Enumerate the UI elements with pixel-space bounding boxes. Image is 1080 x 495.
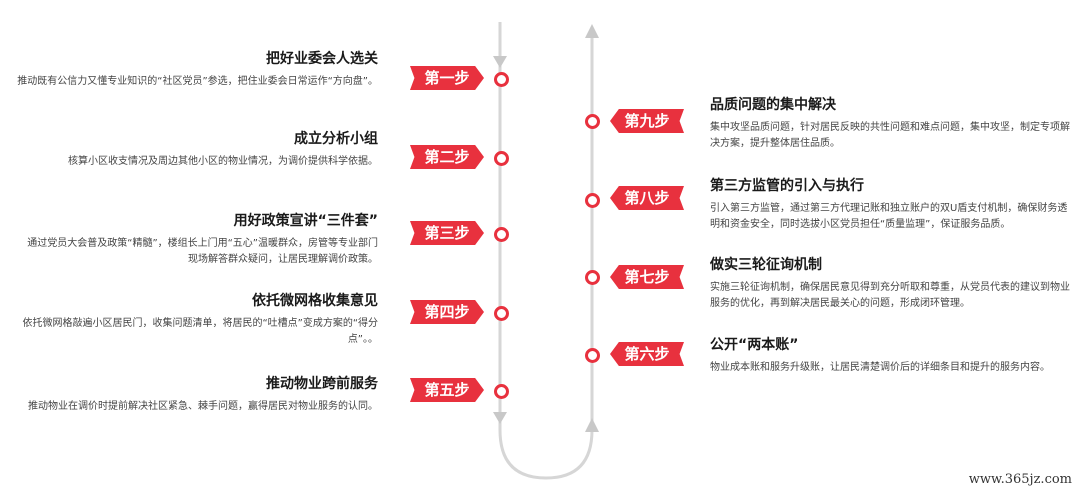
- step-8-badge: 第八步: [610, 186, 684, 210]
- step-9-dot: [585, 114, 600, 129]
- step-9: 品质问题的集中解决 集中攻坚品质问题，针对居民反映的共性问题和难点问题，集中攻坚…: [710, 96, 1070, 152]
- step-5: 推动物业跨前服务 推动物业在调价时提前解决社区紧急、棘手问题，赢得居民对物业服务…: [0, 375, 500, 415]
- step-3-title: 用好政策宣讲“三件套”: [233, 213, 378, 229]
- step-8-desc: 引入第三方监管，通过第三方代理记账和独立账户的双U盾支付机制，确保财务透明和资金…: [710, 203, 1068, 230]
- step-6-title: 公开“两本账”: [710, 337, 799, 353]
- step-7-title: 做实三轮征询机制: [710, 257, 822, 273]
- step-6: 公开“两本账” 物业成本账和服务升级账，让居民清楚调价后的详细条目和提升的服务内…: [710, 336, 1070, 376]
- step-5-badge: 第五步: [410, 378, 484, 402]
- step-1: 把好业委会人选关 推动既有公信力又懂专业知识的“社区党员”参选，把住业委会日常运…: [0, 50, 500, 90]
- step-2: 成立分析小组 核算小区收支情况及周边其他小区的物业情况，为调价提供科学依据。: [0, 130, 500, 170]
- step-5-dot: [494, 384, 509, 399]
- step-4-badge: 第四步: [410, 300, 484, 324]
- step-3: 用好政策宣讲“三件套” 通过党员大会普及政策“精髓”，楼组长上门用“五心”温暖群…: [0, 212, 500, 268]
- step-5-desc: 推动物业在调价时提前解决社区紧急、棘手问题，赢得居民对物业服务的认同。: [28, 401, 378, 412]
- step-8: 第三方监管的引入与执行 引入第三方监管，通过第三方代理记账和独立账户的双U盾支付…: [710, 177, 1070, 233]
- step-1-badge: 第一步: [410, 66, 484, 90]
- step-7: 做实三轮征询机制 实施三轮征询机制，确保居民意见得到充分听取和尊重，从党员代表的…: [710, 256, 1070, 312]
- step-8-dot: [585, 193, 600, 208]
- step-2-title: 成立分析小组: [294, 131, 378, 147]
- step-4-title: 依托微网格收集意见: [252, 293, 378, 309]
- step-7-badge: 第七步: [610, 265, 684, 289]
- step-9-title: 品质问题的集中解决: [710, 97, 836, 113]
- step-3-dot: [494, 227, 509, 242]
- step-5-title: 推动物业跨前服务: [266, 376, 378, 392]
- watermark: www.365jz.com: [968, 472, 1072, 487]
- step-1-dot: [494, 72, 509, 87]
- step-3-desc: 通过党员大会普及政策“精髓”，楼组长上门用“五心”温暖群众，房管等专业部门现场解…: [27, 238, 378, 265]
- step-9-desc: 集中攻坚品质问题，针对居民反映的共性问题和难点问题，集中攻坚，制定专项解决方案，…: [710, 122, 1070, 149]
- step-3-badge: 第三步: [410, 221, 484, 245]
- step-7-dot: [585, 270, 600, 285]
- step-1-title: 把好业委会人选关: [266, 51, 378, 67]
- step-6-badge: 第六步: [610, 342, 684, 366]
- step-9-badge: 第九步: [610, 109, 684, 133]
- step-4: 依托微网格收集意见 依托微网格敲遍小区居民门，收集问题清单，将居民的“吐槽点”变…: [0, 292, 500, 348]
- step-2-dot: [494, 151, 509, 166]
- step-2-badge: 第二步: [410, 145, 484, 169]
- step-4-dot: [494, 306, 509, 321]
- step-6-dot: [585, 348, 600, 363]
- step-6-desc: 物业成本账和服务升级账，让居民清楚调价后的详细条目和提升的服务内容。: [710, 362, 1050, 373]
- step-7-desc: 实施三轮征询机制，确保居民意见得到充分听取和尊重，从党员代表的建议到物业服务的优…: [710, 282, 1070, 309]
- step-4-desc: 依托微网格敲遍小区居民门，收集问题清单，将居民的“吐槽点”变成方案的“得分点”。…: [22, 318, 378, 345]
- step-1-desc: 推动既有公信力又懂专业知识的“社区党员”参选，把住业委会日常运作“方向盘”。: [17, 76, 378, 87]
- step-2-desc: 核算小区收支情况及周边其他小区的物业情况，为调价提供科学依据。: [68, 156, 378, 167]
- step-8-title: 第三方监管的引入与执行: [710, 178, 864, 194]
